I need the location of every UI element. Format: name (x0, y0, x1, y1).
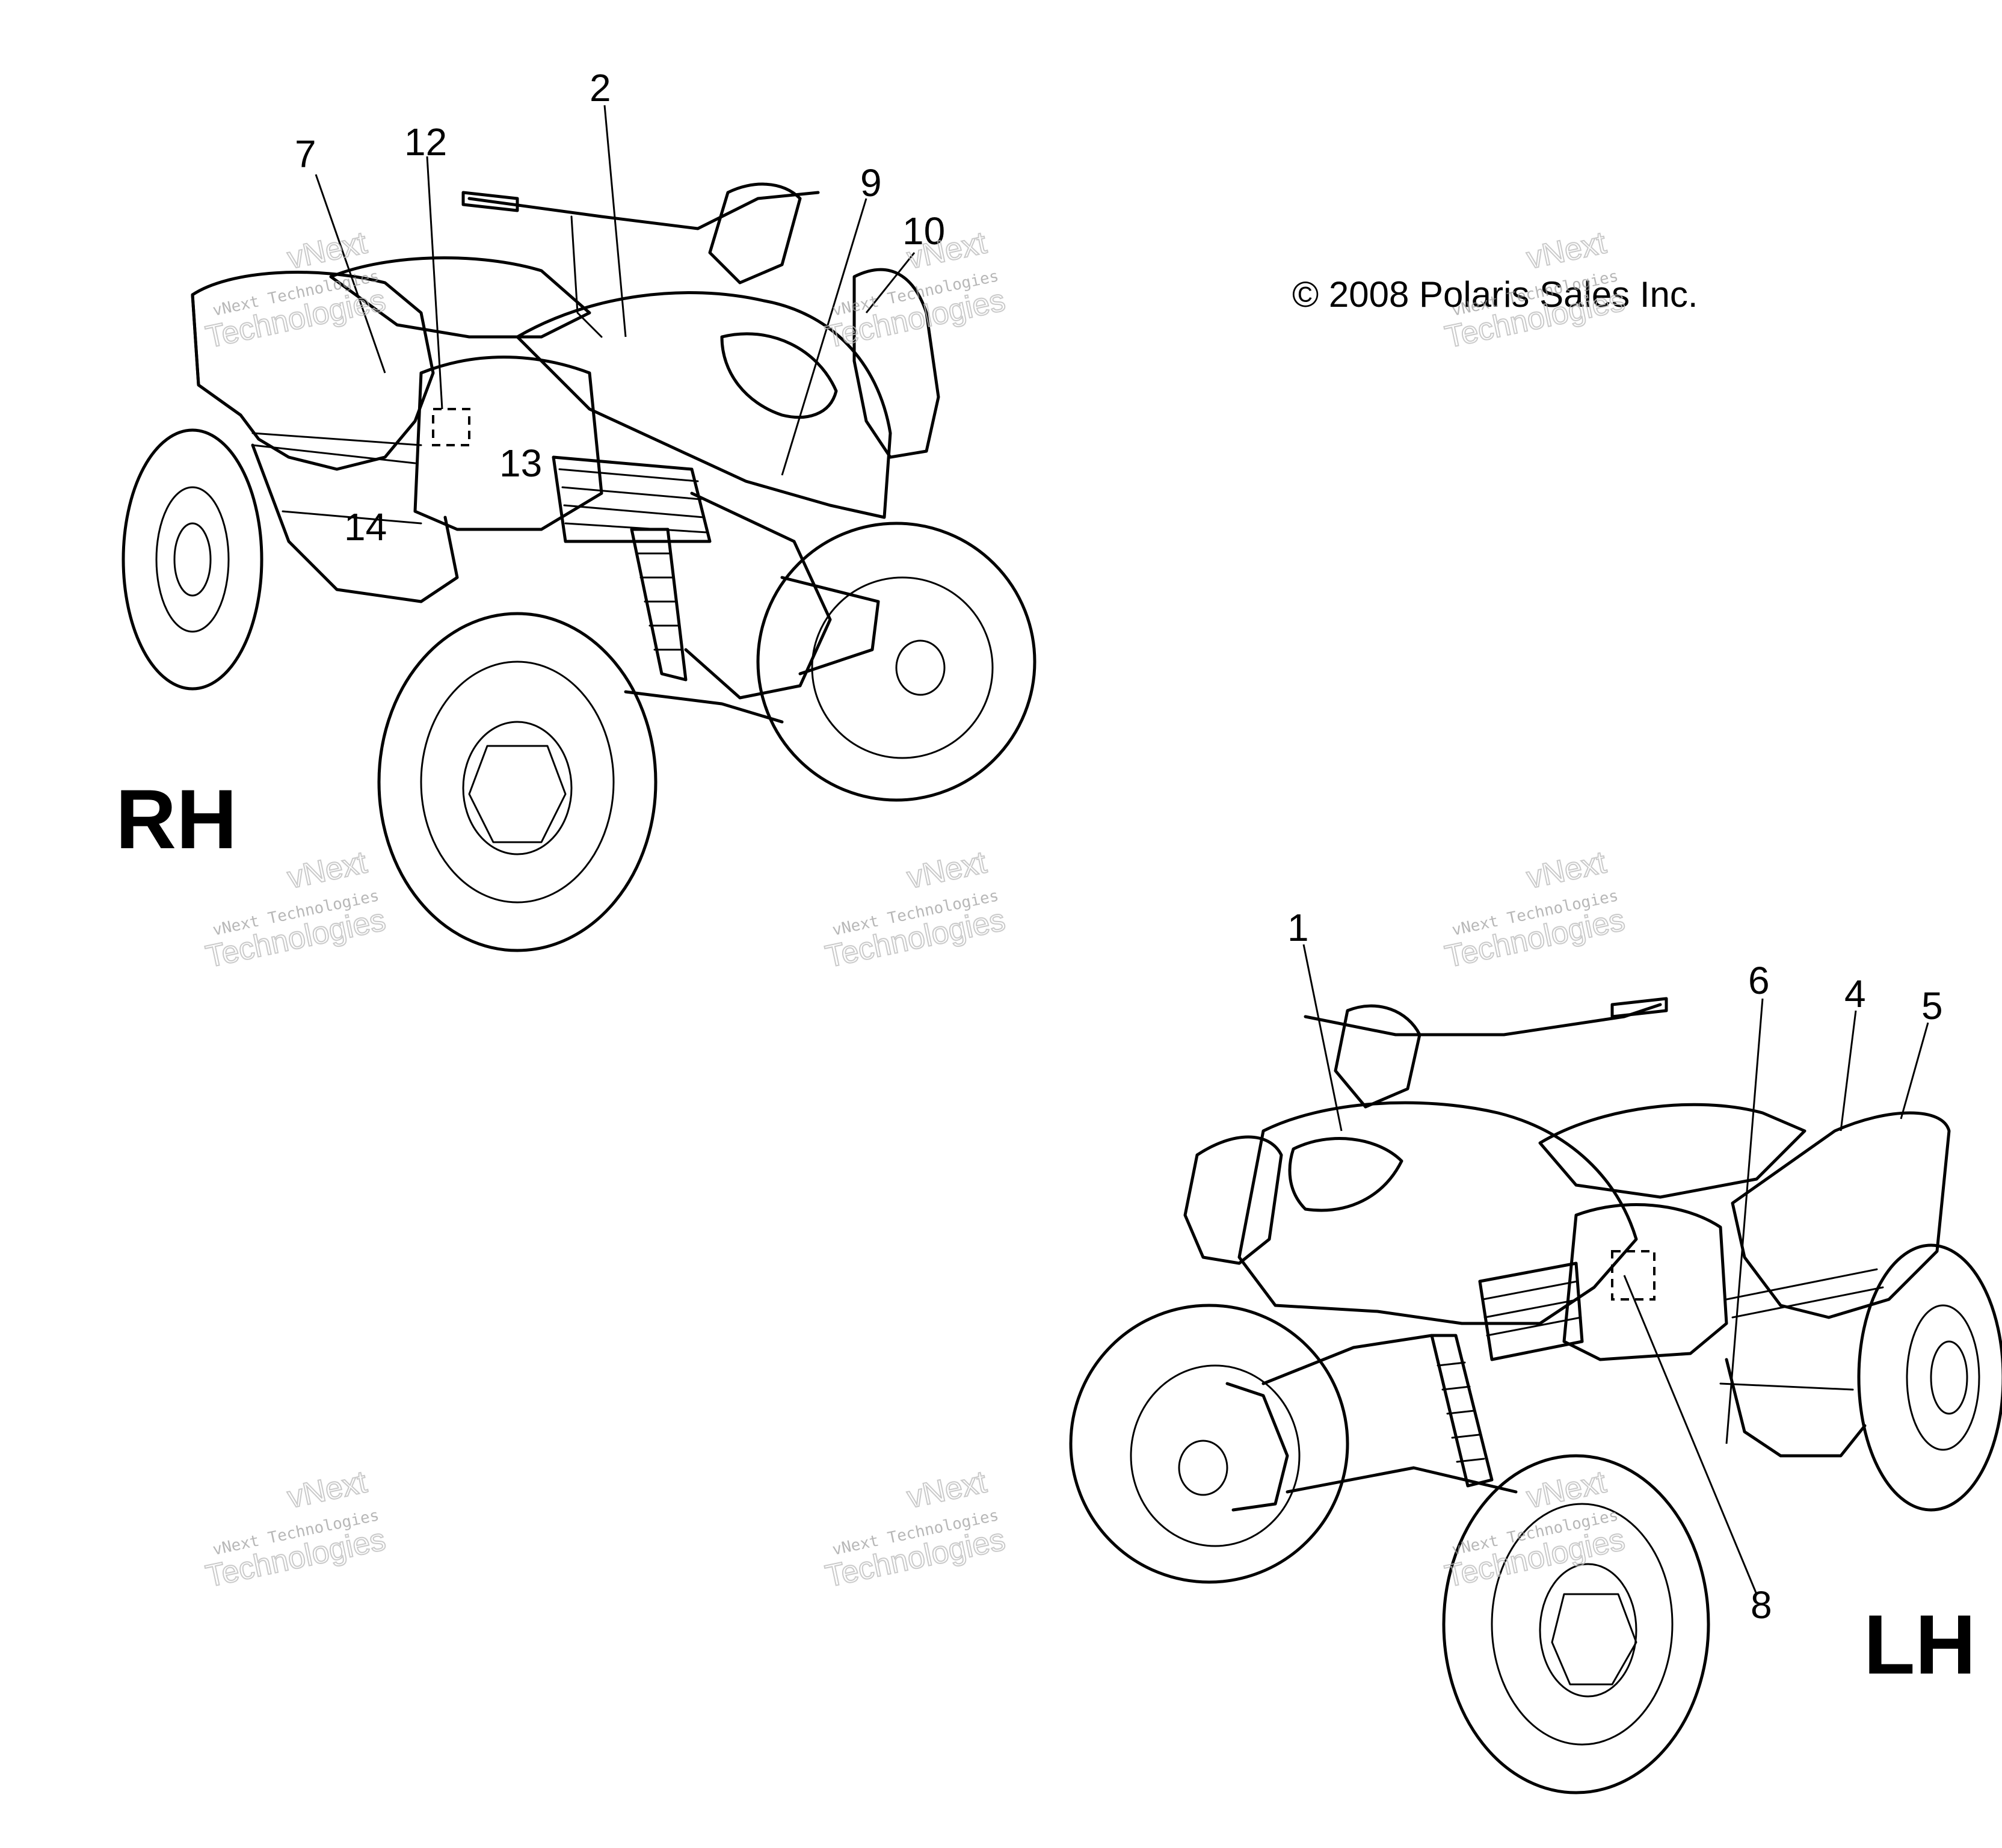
watermark: vNext vNext Technologies Technologies (822, 1464, 1009, 1595)
callout-6: 6 (1748, 959, 1770, 1002)
watermark: vNext vNext Technologies Technologies (202, 1464, 389, 1595)
callout-8: 8 (1751, 1583, 1772, 1627)
watermark: vNext vNext Technologies Technologies (1441, 844, 1628, 975)
callout-5: 5 (1921, 984, 1943, 1027)
svg-text:vNext: vNext (1524, 1464, 1610, 1515)
svg-text:vNext: vNext (904, 845, 990, 895)
watermark: vNext vNext Technologies Technologies (1441, 1464, 1628, 1595)
view-label-rh: RH (116, 772, 237, 866)
svg-text:vNext: vNext (285, 845, 371, 895)
svg-text:vNext: vNext (904, 1464, 990, 1515)
watermark: vNext vNext Technologies Technologies (822, 844, 1009, 975)
watermark: vNext vNext Technologies Technologies (822, 224, 1009, 356)
svg-text:vNext: vNext (1524, 845, 1610, 895)
callout-13: 13 (499, 442, 542, 485)
callout-10: 10 (902, 209, 945, 253)
callout-9: 9 (860, 161, 882, 205)
callout-2: 2 (590, 66, 611, 109)
callout-12: 12 (404, 120, 447, 164)
copyright-text: © 2008 Polaris Sales Inc. (1292, 274, 1698, 315)
view-label-lh: LH (1864, 1597, 1976, 1692)
svg-text:vNext: vNext (1524, 225, 1610, 276)
callout-4: 4 (1844, 972, 1866, 1015)
callout-7: 7 (295, 132, 316, 176)
callout-14: 14 (344, 505, 387, 549)
svg-text:vNext: vNext (285, 1464, 371, 1515)
watermarks: vNext vNext Technologies Technologies vN… (202, 224, 1628, 1595)
watermark: vNext vNext Technologies Technologies (202, 224, 389, 356)
callout-1: 1 (1287, 906, 1309, 949)
atv-lh-view (1069, 944, 2002, 1794)
atv-rh-view (122, 105, 1036, 952)
